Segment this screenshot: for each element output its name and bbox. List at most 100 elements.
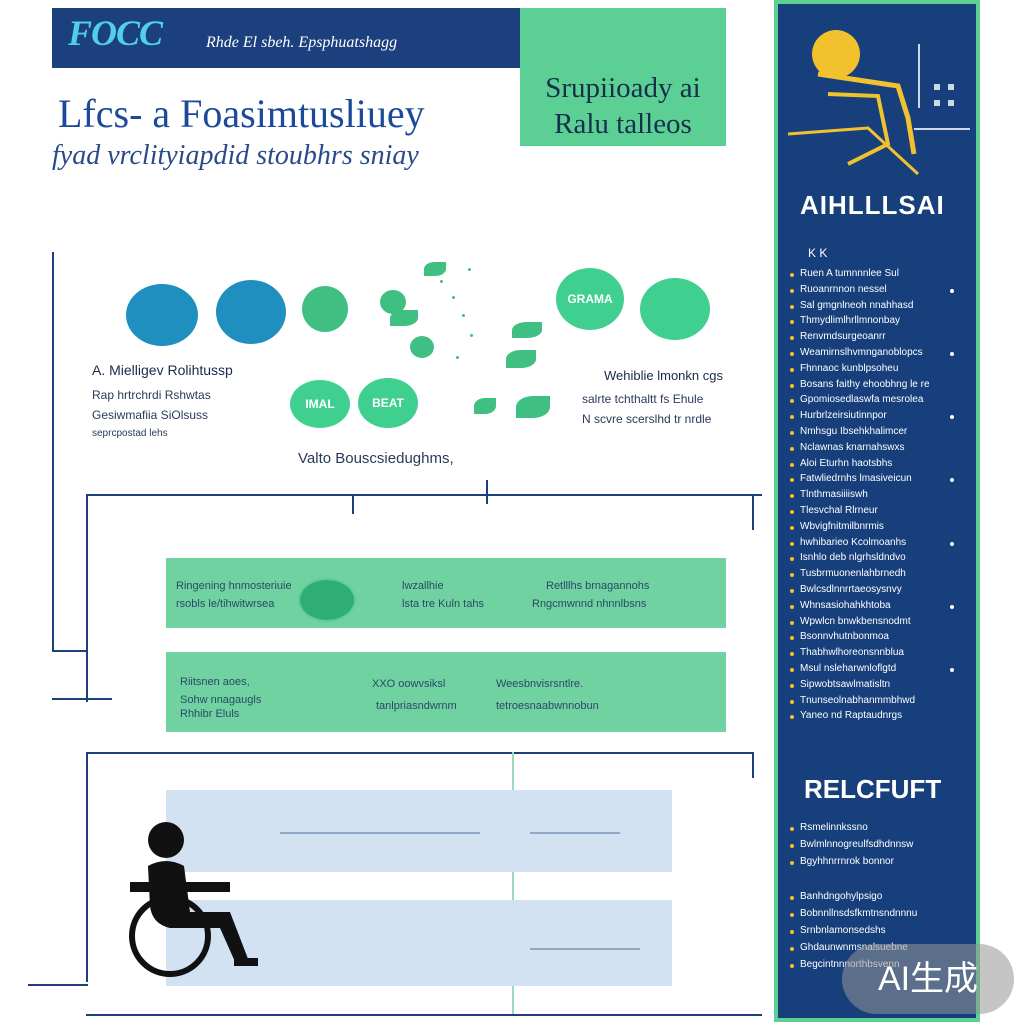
bullet-icon bbox=[790, 320, 794, 324]
sidebar-list-item: Tnunseolnabhanmmbhwd bbox=[800, 695, 916, 706]
dot-icon bbox=[950, 415, 954, 419]
bullet-icon bbox=[790, 273, 794, 277]
row-cell: Sohw nnagaugls bbox=[180, 694, 262, 706]
left-caption-line: seprcpostad lehs bbox=[92, 428, 168, 439]
row-cell: Retlllhs brnagannohs bbox=[546, 580, 650, 592]
bullet-icon bbox=[790, 542, 794, 546]
sidebar-list-item: Tlesvchal Rlrneur bbox=[800, 505, 878, 516]
circle-node-8: IMAL bbox=[290, 380, 350, 428]
bullet-icon bbox=[790, 896, 794, 900]
sidebar-list-item: Wpwlcn bnwkbensnodmt bbox=[800, 616, 911, 627]
sidebar-list-item: Bosans faithy ehoobhng le re bbox=[800, 379, 930, 390]
sidebar-list-item: Thmydlimlhrllmnonbay bbox=[800, 315, 901, 326]
header-banner bbox=[52, 8, 522, 68]
frame-line bbox=[752, 494, 754, 530]
bullet-icon bbox=[790, 447, 794, 451]
right-caption-line: N scvre scerslhd tr nrdle bbox=[582, 412, 712, 426]
bullet-icon bbox=[790, 827, 794, 831]
frame-line bbox=[86, 752, 88, 982]
sidebar-list-item: Weamirnslhvmnganoblopcs bbox=[800, 347, 923, 358]
bullet-icon bbox=[790, 930, 794, 934]
bullet-icon bbox=[790, 352, 794, 356]
info-panel bbox=[166, 790, 672, 872]
page-title: Lfcs- a Foasimtusliuey bbox=[58, 91, 425, 136]
sidebar-subheading: K K bbox=[808, 246, 828, 260]
bullet-icon bbox=[790, 589, 794, 593]
dot bbox=[470, 334, 473, 337]
frame-line bbox=[86, 1014, 762, 1016]
dot-icon bbox=[950, 605, 954, 609]
frame-line bbox=[486, 480, 488, 504]
panel-line bbox=[530, 948, 640, 950]
info-panel bbox=[166, 900, 672, 986]
sidebar-list-item: Renvmdsurgeoanrr bbox=[800, 331, 886, 342]
sidebar-list-item: Banhdngohylpsigo bbox=[800, 891, 883, 902]
leaf-shape bbox=[474, 398, 496, 414]
left-caption-line: Rap hrtrchrdi Rshwtas bbox=[92, 388, 211, 402]
bullet-icon bbox=[790, 415, 794, 419]
sidebar-list-item: Whnsasiohahkhtoba bbox=[800, 600, 891, 611]
sidebar-list-item: Bsonnvhutnbonmoa bbox=[800, 631, 889, 642]
sidebar-list-item: Fhnnaoc kunblpsoheu bbox=[800, 363, 899, 374]
sidebar-list-item: Fatwliedrnhs lmasiveicun bbox=[800, 473, 912, 484]
frame-line bbox=[52, 252, 54, 652]
dot bbox=[462, 314, 465, 317]
sidebar-list-item: Ghdaunwnmsnalsuebne bbox=[800, 942, 908, 953]
bullet-icon bbox=[790, 431, 794, 435]
table-row bbox=[166, 558, 726, 628]
page-subtitle: fyad vrclityiapdid stoubhrs sniay bbox=[52, 140, 419, 171]
row-cell: lwzallhie bbox=[402, 580, 444, 592]
bullet-icon bbox=[790, 715, 794, 719]
bullet-icon bbox=[790, 621, 794, 625]
sidebar bbox=[774, 0, 980, 1022]
circle-node-7 bbox=[410, 336, 434, 358]
bullet-icon bbox=[790, 947, 794, 951]
highlight-text: Srupiioady ai Ralu talleos bbox=[545, 72, 701, 140]
sidebar-list-item: Bobnnllnsdsfkmtnsndnnnu bbox=[800, 908, 918, 919]
circle-node-9: BEAT bbox=[358, 378, 418, 428]
sidebar-list-item: Ruen A tumnnnlee Sul bbox=[800, 268, 899, 279]
sidebar-list-item: Isnhlo deb nlgrhsldndvo bbox=[800, 552, 906, 563]
row-cell: XXO oowvsiksl bbox=[372, 678, 446, 690]
circle-node-2 bbox=[216, 280, 286, 344]
leaf-shape bbox=[390, 310, 418, 326]
bullet-icon bbox=[790, 700, 794, 704]
frame-line bbox=[52, 650, 88, 652]
left-caption-line: Gesiwmafiia SiOlsuss bbox=[92, 408, 209, 422]
row-cell: Riitsnen aoes, bbox=[180, 676, 250, 688]
right-caption-line: salrte tchthaltt fs Ehule bbox=[582, 392, 704, 406]
panel-line bbox=[280, 832, 480, 834]
bullet-icon bbox=[790, 399, 794, 403]
sidebar-list-item: Bwlmlnnogreulfsdhdnnsw bbox=[800, 839, 914, 850]
leaf-shape bbox=[516, 396, 550, 418]
right-caption-title: Wehiblie lmonkn cgs bbox=[604, 368, 723, 383]
player-illustration-icon bbox=[787, 14, 978, 184]
dot bbox=[468, 268, 471, 271]
row-cell: Weesbnvisrsntlre. bbox=[496, 678, 584, 690]
bullet-icon bbox=[790, 463, 794, 467]
row-node-icon bbox=[298, 578, 356, 622]
row-cell: Rhhibr Eluls bbox=[180, 708, 240, 720]
sidebar-heading: AIHLLLSAI bbox=[800, 190, 945, 220]
frame-line bbox=[86, 494, 88, 702]
frame-line bbox=[86, 752, 754, 754]
frame-line bbox=[352, 494, 354, 514]
dot bbox=[440, 280, 443, 283]
bullet-icon bbox=[790, 844, 794, 848]
sidebar-list-item: Thabhwlhoreonsnnblua bbox=[800, 647, 904, 658]
ai-generated-watermark: AI生成 bbox=[842, 944, 1014, 1014]
diagram-caption: Valto Bouscsiedughms, bbox=[298, 450, 454, 467]
frame-line bbox=[28, 984, 88, 986]
wheelchair-icon bbox=[126, 820, 266, 980]
bullet-icon bbox=[790, 526, 794, 530]
sidebar-list-item: Aloi Eturhn haotsbhs bbox=[800, 458, 893, 469]
panel-line bbox=[530, 832, 620, 834]
sidebar-heading-2: RELCFUFT bbox=[804, 774, 942, 804]
dot-icon bbox=[950, 542, 954, 546]
bullet-icon bbox=[790, 573, 794, 577]
bullet-icon bbox=[790, 384, 794, 388]
bullet-icon bbox=[790, 636, 794, 640]
bullet-icon bbox=[790, 684, 794, 688]
row-cell: tetroesnaabwnnobun bbox=[496, 700, 599, 712]
divider-line bbox=[512, 752, 514, 1014]
